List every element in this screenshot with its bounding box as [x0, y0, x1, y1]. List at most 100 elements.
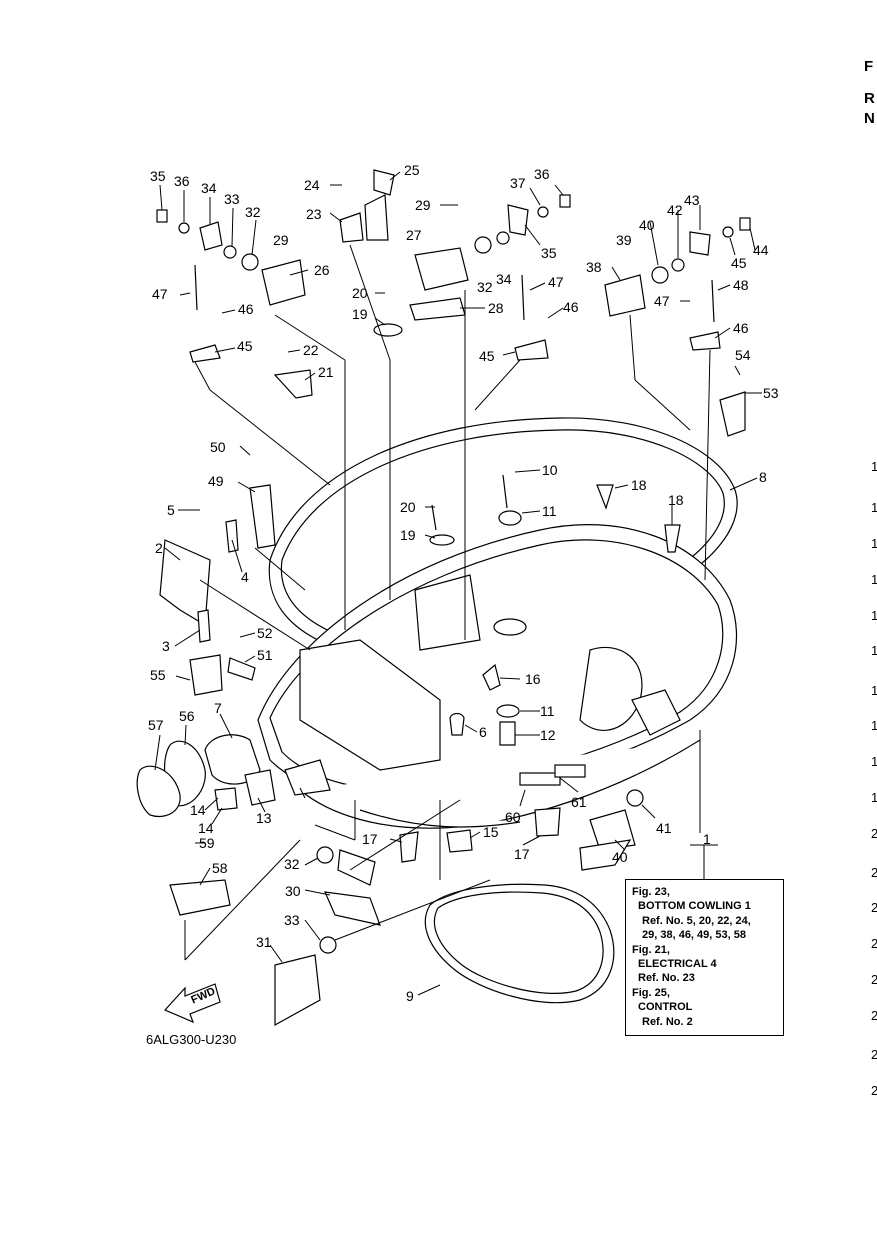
edge-number: 2 [871, 1047, 877, 1062]
callout: 51 [257, 647, 273, 663]
callout: 46 [563, 299, 579, 315]
callout: 32 [245, 204, 261, 220]
callout: 20 [352, 285, 368, 301]
callout: 37 [510, 175, 526, 191]
edge-number: 1 [871, 718, 877, 733]
callout: 23 [306, 206, 322, 222]
callout: 50 [210, 439, 226, 455]
callout: 32 [477, 279, 493, 295]
callout: 26 [314, 262, 330, 278]
callout: 20 [400, 499, 416, 515]
ref-line: Fig. 23, [632, 886, 670, 898]
callout: 44 [753, 242, 769, 258]
callout: 5 [167, 502, 175, 518]
edge-number: 1 [871, 643, 877, 658]
callout: 47 [654, 293, 670, 309]
reference-box: Fig. 23, BOTTOM COWLING 1 Ref. No. 5, 20… [625, 879, 784, 1036]
callout: 43 [684, 192, 700, 208]
ref-line: BOTTOM COWLING 1 [638, 900, 751, 913]
drawing-code: 6ALG300-U230 [146, 1032, 237, 1047]
callout: 29 [415, 197, 431, 213]
edge-letter: N [864, 110, 875, 127]
edge-letter: R [864, 90, 875, 107]
callout-numbers: 1 2 3 4 5 6 7 8 9 10 11 11 12 13 14 14 1… [148, 162, 779, 1006]
callout: 25 [404, 162, 420, 178]
edge-number: 2 [871, 900, 877, 915]
callout: 40 [639, 217, 655, 233]
callout: 30 [285, 883, 301, 899]
callout: 15 [483, 824, 499, 840]
callout: 42 [667, 202, 683, 218]
callout: 6 [479, 724, 487, 740]
leader-lines [154, 171, 762, 996]
edge-number: 1 [871, 683, 877, 698]
edge-number: 2 [871, 936, 877, 951]
callout: 17 [362, 831, 378, 847]
edge-number: 1 [871, 608, 877, 623]
callout: 39 [616, 232, 632, 248]
callout: 1 [703, 831, 711, 847]
callout: 34 [201, 180, 217, 196]
callout: 59 [199, 835, 215, 851]
edge-number: 2 [871, 972, 877, 987]
callout: 46 [238, 301, 254, 317]
callout: 36 [534, 166, 550, 182]
callout: 2 [155, 540, 163, 556]
callout: 11 [542, 503, 557, 519]
callout: 22 [303, 342, 319, 358]
callout: 45 [479, 348, 495, 364]
callout: 28 [488, 300, 504, 316]
edge-number: 2 [871, 865, 877, 880]
ref-line: CONTROL [638, 1001, 693, 1014]
callout: 53 [763, 385, 779, 401]
callout: 10 [542, 462, 558, 478]
callout: 35 [150, 168, 166, 184]
callout: 8 [759, 469, 767, 485]
callout: 60 [505, 809, 521, 825]
callout: 49 [208, 473, 224, 489]
callout: 12 [540, 727, 556, 743]
edge-number: 1 [871, 754, 877, 769]
callout: 35 [541, 245, 557, 261]
callout: 38 [586, 259, 602, 275]
edge-number: 1 [871, 536, 877, 551]
callout: 31 [256, 934, 272, 950]
ref-line: Fig. 21, [632, 943, 670, 956]
callout: 9 [406, 988, 414, 1004]
callout: 45 [237, 338, 253, 354]
callout: 7 [214, 700, 222, 716]
callout: 19 [400, 527, 416, 543]
callout: 32 [284, 856, 300, 872]
edge-number: 2 [871, 826, 877, 841]
ref-line: Ref. No. 5, 20, 22, 24, [642, 914, 751, 927]
callout: 36 [174, 173, 190, 189]
callout: 57 [148, 717, 164, 733]
edge-number: 2 [871, 1083, 877, 1098]
callout: 33 [224, 191, 240, 207]
callout: 45 [731, 255, 747, 271]
callout: 46 [733, 320, 749, 336]
edge-number: 1 [871, 459, 877, 474]
ref-line: 29, 38, 46, 49, 53, 58 [642, 929, 746, 942]
callout: 40 [612, 849, 628, 865]
callout: 21 [318, 364, 334, 380]
callout: 33 [284, 912, 300, 928]
callout: 17 [514, 846, 530, 862]
callout: 13 [256, 810, 272, 826]
callout: 11 [540, 703, 555, 719]
callout: 52 [257, 625, 273, 641]
callout: 56 [179, 708, 195, 724]
bottom-cowling-drawing [257, 417, 738, 829]
seal-drawing [424, 883, 615, 1004]
callout: 14 [190, 802, 206, 818]
callout: 19 [352, 306, 368, 322]
callout: 41 [656, 820, 672, 836]
callout: 4 [241, 569, 249, 585]
ref-line: Fig. 25, [632, 986, 670, 999]
callout: 18 [631, 477, 647, 493]
callout: 54 [735, 347, 751, 363]
small-parts [136, 169, 751, 1027]
callout: 58 [212, 860, 228, 876]
edge-number: 1 [871, 790, 877, 805]
